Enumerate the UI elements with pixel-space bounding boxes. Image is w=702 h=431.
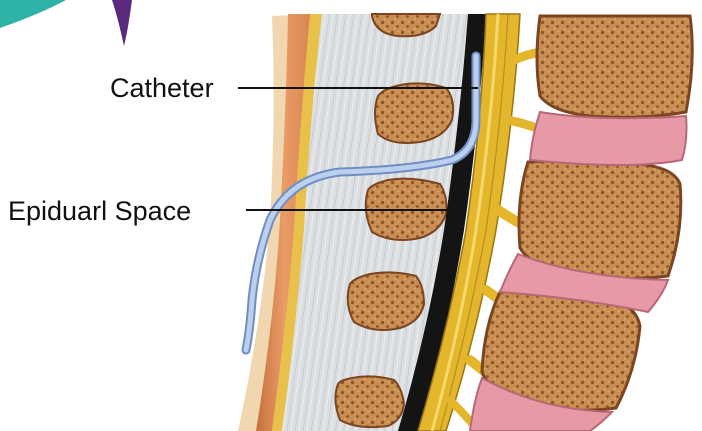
catheter-label: Catheter: [110, 75, 214, 102]
logo-swoosh-icon: [0, 0, 132, 46]
epidural-space-label: Epiduarl Space: [8, 198, 191, 225]
